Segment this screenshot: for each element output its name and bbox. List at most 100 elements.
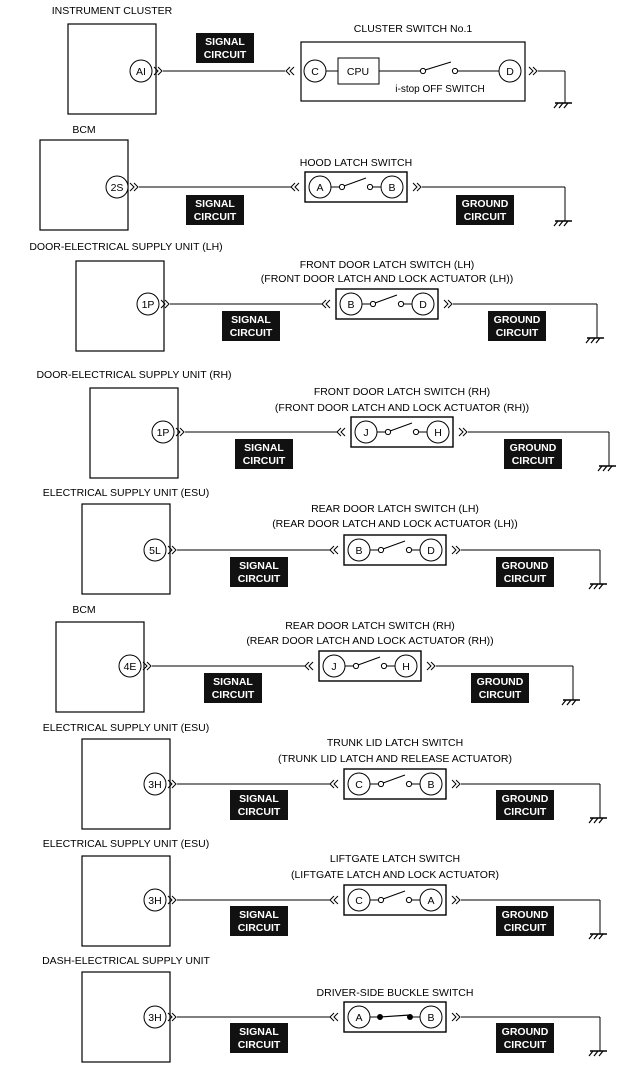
terminal-circle xyxy=(143,538,167,562)
ground-hatch xyxy=(561,699,567,706)
circuit-label-text: CIRCUIT xyxy=(479,689,522,701)
circuit-label-box xyxy=(488,311,546,341)
terminal-circle xyxy=(105,175,129,199)
connector-chevron xyxy=(167,779,173,789)
connector-chevron xyxy=(294,182,300,192)
ground-hatch xyxy=(598,583,604,590)
switch-terminal-left: A xyxy=(308,175,332,199)
connector-icon xyxy=(153,66,163,76)
circuit-label-text: CIRCUIT xyxy=(512,455,555,467)
terminal-label: 1P xyxy=(157,427,170,439)
switch-terminal-right: A xyxy=(419,888,443,912)
connector-chevron xyxy=(146,661,152,671)
connector-icon xyxy=(451,545,461,555)
ground-hatch xyxy=(593,583,599,590)
circuit-label-text: SIGNAL xyxy=(231,314,271,326)
open-switch-icon xyxy=(369,294,405,308)
terminal-label: C xyxy=(355,895,363,907)
contact-node xyxy=(405,546,413,554)
open-switch-icon xyxy=(384,422,420,436)
connector-chevron xyxy=(142,661,148,671)
unit-label: DOOR-ELECTRICAL SUPPLY UNIT (LH) xyxy=(29,241,222,253)
switch-terminal-left: A xyxy=(347,1005,371,1029)
ground-hatch xyxy=(553,102,559,109)
terminal-label: D xyxy=(427,545,435,557)
terminal-label: B xyxy=(355,545,362,557)
circuit-label-box xyxy=(496,906,554,936)
unit-label: ELECTRICAL SUPPLY UNIT (ESU) xyxy=(43,722,210,734)
connector-icon xyxy=(285,66,295,76)
connector-icon xyxy=(451,779,461,789)
circuit-label-text: GROUND xyxy=(477,676,524,688)
terminal-label: 1P xyxy=(142,299,155,311)
circuit-label-text: SIGNAL xyxy=(205,36,245,48)
connector-icon xyxy=(321,299,331,309)
contact-node xyxy=(366,183,374,191)
connector-icon xyxy=(329,1012,339,1022)
connector-chevron xyxy=(325,299,331,309)
switch-terminal-right: B xyxy=(380,175,404,199)
switch-title: DRIVER-SIDE BUCKLE SWITCH xyxy=(317,987,474,999)
connector-chevron xyxy=(333,1012,339,1022)
connector-chevron xyxy=(133,182,139,192)
connector-chevron xyxy=(451,545,457,555)
connector-icon xyxy=(426,661,436,671)
ground-hatch xyxy=(588,1050,594,1057)
connector-chevron xyxy=(336,427,342,437)
ground-hatch xyxy=(602,465,608,472)
ground-hatch xyxy=(588,583,594,590)
connector-chevron xyxy=(171,1012,177,1022)
circuit-label-text: CIRCUIT xyxy=(212,689,255,701)
circuit-label-text: GROUND xyxy=(502,909,549,921)
circuit-label-text: SIGNAL xyxy=(195,198,235,210)
connector-chevron xyxy=(329,1012,335,1022)
connector-icon xyxy=(142,661,152,671)
terminal-circle xyxy=(129,59,153,83)
switch-title: LIFTGATE LATCH SWITCH xyxy=(330,853,460,865)
connector-chevron xyxy=(451,779,457,789)
connector-chevron xyxy=(528,66,534,76)
connector-icon xyxy=(443,299,453,309)
unit-terminal: 1P xyxy=(136,292,160,316)
contact-node xyxy=(377,896,385,904)
switch-terminal-left: C xyxy=(347,772,371,796)
switch-lever xyxy=(343,177,367,187)
switch-lever xyxy=(389,422,413,432)
connector-chevron xyxy=(164,299,170,309)
circuit-label-box xyxy=(230,557,288,587)
circuit-label-text: CIRCUIT xyxy=(238,806,281,818)
terminal-label: B xyxy=(347,299,354,311)
connector-chevron xyxy=(153,66,159,76)
connector-chevron xyxy=(167,545,173,555)
circuit-label-text: SIGNAL xyxy=(239,793,279,805)
switch-terminal-right: B xyxy=(419,772,443,796)
terminal-label: J xyxy=(363,427,368,439)
connector-chevron xyxy=(412,182,418,192)
switch-terminal-right: D xyxy=(419,538,443,562)
unit-label: DASH-ELECTRICAL SUPPLY UNIT xyxy=(42,955,210,967)
ground-hatch xyxy=(563,102,569,109)
terminal-label: A xyxy=(427,895,434,907)
ground-hatch xyxy=(607,465,613,472)
connector-chevron xyxy=(451,895,457,905)
terminal-circle xyxy=(143,1005,167,1029)
connector-chevron xyxy=(447,299,453,309)
ground-hatch xyxy=(598,1050,604,1057)
connector-chevron xyxy=(329,779,335,789)
cpu-label: CPU xyxy=(347,66,369,78)
circuit-row: DOOR-ELECTRICAL SUPPLY UNIT (LH)1PFRONT … xyxy=(29,241,604,352)
terminal-label: C xyxy=(355,779,363,791)
contact-node xyxy=(338,183,346,191)
switch-lever xyxy=(382,540,406,550)
circuit-label-text: CIRCUIT xyxy=(238,1039,281,1051)
